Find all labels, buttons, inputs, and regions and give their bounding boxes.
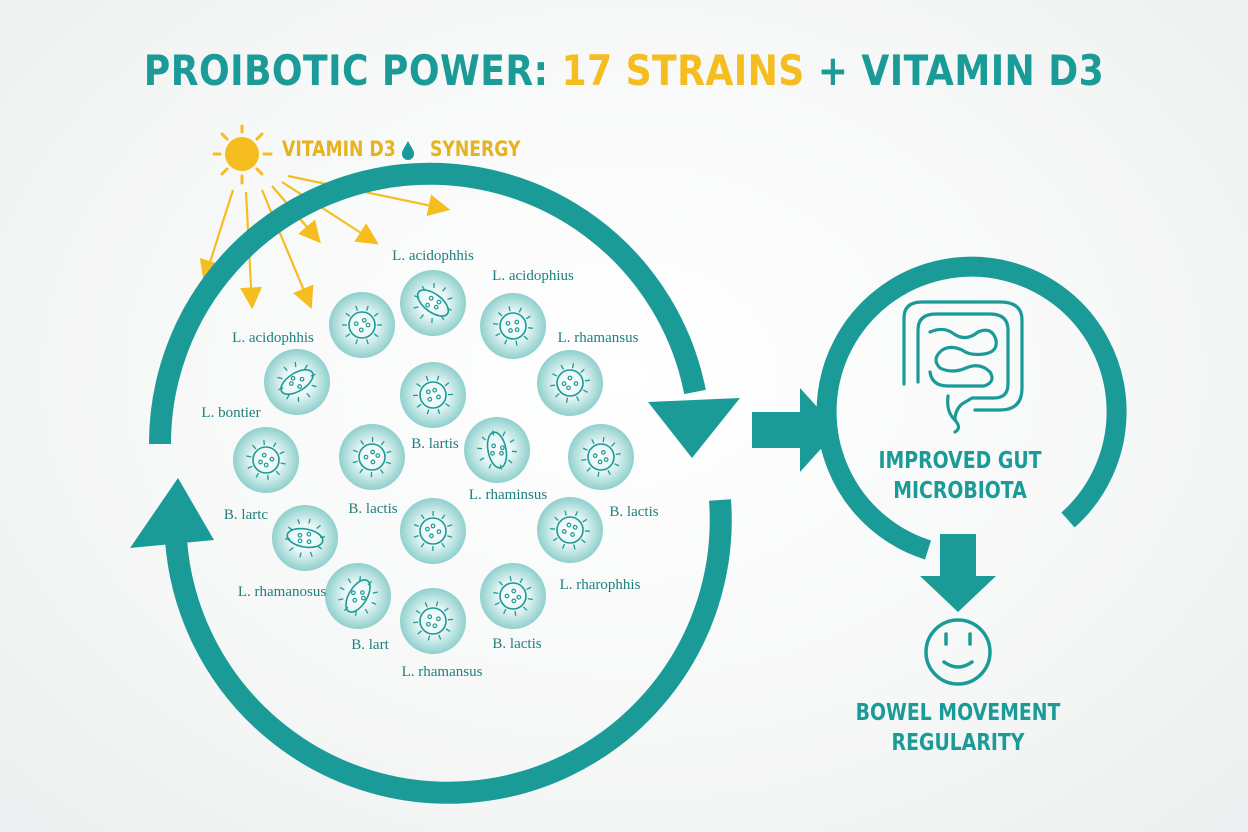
strain-label: B. lartс: [223, 507, 269, 523]
microbe-icon: [264, 349, 330, 415]
gut-outcome-line-2: MICROBIOTA: [893, 478, 1027, 504]
microbe-icon: [480, 563, 546, 629]
vitamin-d3-label: VITAMIN D3: [282, 137, 396, 161]
strain-label: B. lart: [351, 637, 389, 653]
bowel-outcome-label: BOWEL MOVEMENT REGULARITY: [856, 698, 1061, 758]
water-drop-icon: [402, 141, 414, 160]
microbe-icon: [537, 497, 603, 563]
gut-outcome-label: IMPROVED GUT MICROBIOTA: [878, 446, 1041, 506]
microbe-icon: [480, 293, 546, 359]
title-part-2: 17 STRAINS: [561, 46, 805, 95]
intestine-icon: [902, 300, 1024, 434]
microbe-icon: [325, 563, 391, 629]
title-part-3: + VITAMIN D3: [804, 46, 1105, 95]
gut-circle: [816, 256, 1127, 560]
microbe-icon: [233, 427, 299, 493]
down-arrow: [920, 534, 996, 612]
strain-label: B. lartis: [411, 436, 459, 452]
microbe-cluster: [233, 270, 634, 654]
microbe-icon: [400, 270, 466, 336]
strain-label: L. rhamansus: [557, 330, 639, 346]
microbe-icon: [400, 498, 466, 564]
right-arrow: [752, 388, 838, 472]
strain-label: L. acidophhis: [392, 248, 474, 264]
microbe-icon: [339, 424, 405, 490]
microbe-icon: [568, 424, 634, 490]
microbe-icon: [537, 350, 603, 416]
strain-label: L. bontier: [201, 405, 261, 421]
bowel-outcome-line-2: REGULARITY: [891, 730, 1025, 756]
strain-label: B. lactis: [492, 636, 542, 652]
cycle-arrows: [130, 162, 740, 804]
title-part-1: PROIBOTIC POWER:: [143, 46, 562, 95]
strain-label: L. rharophhis: [559, 577, 641, 593]
microbe-icon: [272, 505, 338, 571]
microbe-icon: [400, 362, 466, 428]
strain-label: L. rhaminsus: [468, 487, 548, 503]
strain-label: B. lactis: [348, 501, 398, 517]
smiley-icon: [924, 618, 992, 686]
microbe-icon: [464, 417, 530, 483]
gut-outcome-line-1: IMPROVED GUT: [878, 448, 1042, 474]
sun-icon: [212, 124, 273, 185]
strain-label: B. lactis: [609, 504, 659, 520]
strain-label: L. acidophius: [492, 268, 574, 284]
synergy-label: SYNERGY: [430, 137, 521, 161]
bowel-outcome-line-1: BOWEL MOVEMENT: [855, 700, 1061, 726]
strain-label: L. acidophhis: [232, 330, 314, 346]
strain-label: L. rhamansus: [401, 664, 483, 680]
page-title: PROIBOTIC POWER: 17 STRAINS + VITAMIN D3: [87, 46, 1160, 95]
microbe-icon: [329, 292, 395, 358]
strain-label: L. rhamanosus: [237, 584, 327, 600]
microbe-icon: [400, 588, 466, 654]
